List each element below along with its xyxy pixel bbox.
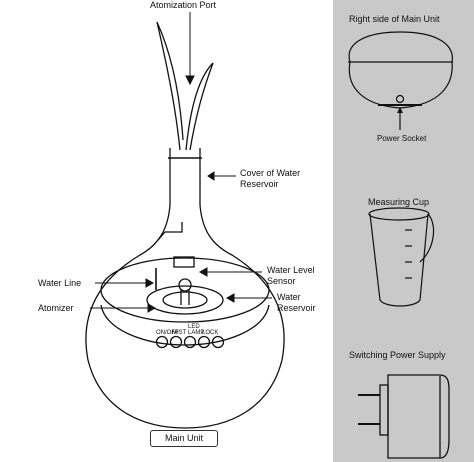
neck-outline <box>85 148 285 429</box>
lamp-button <box>183 335 197 349</box>
atomization-port-label: Atomization Port <box>150 0 217 10</box>
side-unit-outline <box>348 31 453 109</box>
onoff-button <box>155 335 169 349</box>
left-leaf <box>156 21 184 151</box>
water-reservoir-line2: Reservoir <box>277 303 316 313</box>
right-side-title: Right side of Main Unit <box>349 14 440 24</box>
lock-button <box>197 335 211 349</box>
water-line-label: Water Line <box>38 278 82 288</box>
water-reservoir-line1: Water <box>277 292 301 302</box>
mist-button <box>169 335 183 349</box>
button-label-mist: MIST <box>172 330 187 336</box>
atomizer-outer <box>146 285 224 315</box>
extra-button <box>211 335 225 349</box>
button-label-led: LED <box>188 324 200 330</box>
button-label-lamp: LAMP <box>188 330 205 336</box>
water-level-sensor-line1: Water Level <box>267 265 315 275</box>
cup-outline <box>369 213 429 307</box>
button-label-lock: LOCK <box>202 330 219 336</box>
cover-label-line2: Reservoir <box>240 179 279 189</box>
atomizer-label: Atomizer <box>38 303 74 313</box>
water-level-sensor-line2: Sensor <box>267 276 296 286</box>
right-leaf <box>185 62 214 151</box>
cover-label-line1: Cover of Water <box>240 168 301 178</box>
adapter-outline <box>387 374 450 459</box>
sensor-box <box>173 256 195 268</box>
mist-tube <box>157 222 183 241</box>
reservoir-top <box>100 257 270 323</box>
main-unit-caption: Main Unit <box>150 430 218 447</box>
power-socket-label: Power Socket <box>377 134 427 143</box>
button-label-onoff: ON/OFF <box>156 330 179 336</box>
switching-power-supply-label: Switching Power Supply <box>349 350 446 360</box>
atomizer-knob <box>178 278 192 292</box>
socket-icon <box>395 94 405 104</box>
measuring-cup-label: Measuring Cup <box>368 197 430 207</box>
atomizer-inner <box>162 291 208 309</box>
